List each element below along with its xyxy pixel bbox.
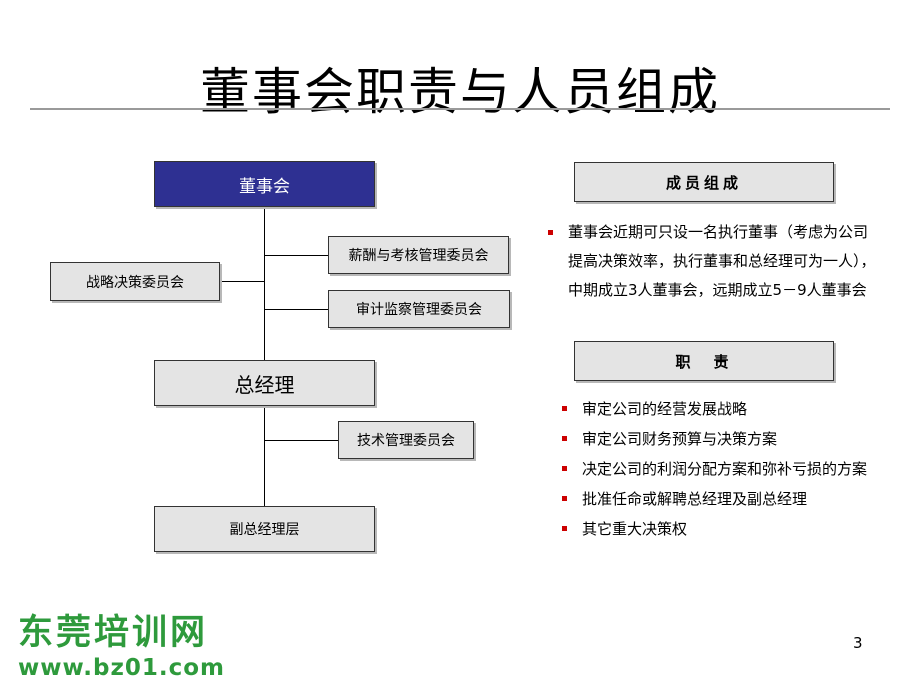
logo-url: www.bz01.com [18,655,226,681]
strategy-committee-box: 战略决策委员会 [50,262,220,301]
board-box: 董事会 [154,161,375,207]
logo-name: 东莞培训网 [18,613,209,653]
general-manager-box: 总经理 [154,360,375,406]
connector-strategy [220,281,264,282]
title-divider [30,108,890,110]
duty-item: 审定公司财务预算与决策方案 [560,424,880,454]
tech-committee-box: 技术管理委员会 [338,421,474,459]
members-item: 董事会近期可只设一名执行董事（考虑为公司提高决策效率，执行董事和总经理可为一人）… [546,218,876,305]
duty-item: 决定公司的利润分配方案和弥补亏损的方案 [560,454,880,484]
deputy-gm-box: 副总经理层 [154,506,375,552]
duties-header: 职 责 [574,341,834,381]
page-title: 董事会职责与人员组成 [200,63,720,121]
duty-item: 其它重大决策权 [560,514,880,544]
page-number: 3 [853,634,863,652]
connector-main-trunk [264,207,265,360]
audit-committee-box: 审计监察管理委员会 [328,290,510,328]
connector-tech [264,440,338,441]
members-list: 董事会近期可只设一名执行董事（考虑为公司提高决策效率，执行董事和总经理可为一人）… [546,218,876,305]
connector-audit [264,309,328,310]
connector-compensation [264,255,328,256]
duty-item: 审定公司的经营发展战略 [560,394,880,424]
compensation-committee-box: 薪酬与考核管理委员会 [328,236,509,274]
connector-gm-trunk [264,406,265,506]
duties-list: 审定公司的经营发展战略 审定公司财务预算与决策方案 决定公司的利润分配方案和弥补… [560,394,880,544]
logo: 东莞培训网 www.bz01.com [18,612,225,682]
duty-item: 批准任命或解聘总经理及副总经理 [560,484,880,514]
members-header: 成员组成 [574,162,834,202]
